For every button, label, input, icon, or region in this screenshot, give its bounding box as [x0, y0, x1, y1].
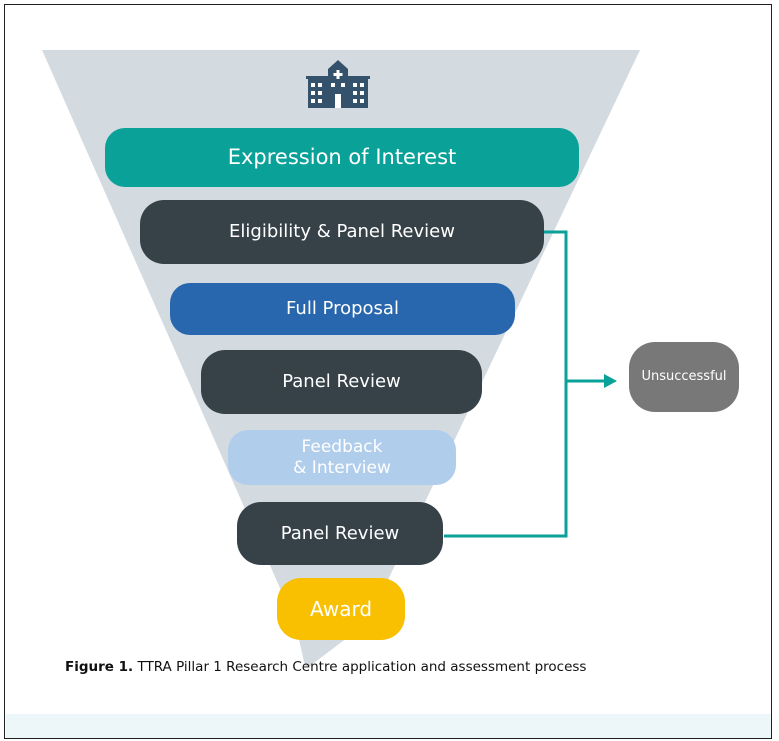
outcome-unsuccessful: Unsuccessful: [629, 342, 739, 412]
stage-label: Full Proposal: [286, 298, 399, 320]
stage-panel-review-2: Panel Review: [237, 502, 443, 565]
hospital-building-icon: [306, 60, 370, 108]
stage-label: Award: [309, 597, 373, 621]
arrow-head-icon: [604, 374, 617, 388]
stage-full-proposal: Full Proposal: [170, 283, 515, 335]
stage-label: Panel Review: [282, 371, 401, 393]
stage-label: Eligibility & Panel Review: [229, 221, 455, 243]
stage-award: Award: [277, 578, 405, 640]
stage-label-line-1: Feedback: [301, 437, 383, 458]
stage-feedback-interview: Feedback & Interview: [228, 430, 456, 485]
figure-caption: Figure 1. TTRA Pillar 1 Research Centre …: [65, 659, 586, 675]
stage-label-line-2: & Interview: [293, 457, 391, 478]
stage-label: Expression of Interest: [227, 144, 457, 169]
stage-expression-of-interest: Expression of Interest: [105, 128, 579, 187]
stage-eligibility-panel-review: Eligibility & Panel Review: [140, 200, 544, 264]
connector-line: [444, 230, 568, 538]
decor-band: [6, 714, 771, 738]
caption-text: TTRA Pillar 1 Research Centre applicatio…: [133, 659, 587, 675]
caption-label: Figure 1.: [65, 659, 134, 675]
stage-panel-review-1: Panel Review: [201, 350, 482, 414]
outcome-label: Unsuccessful: [641, 369, 727, 385]
stage-label: Panel Review: [280, 522, 400, 544]
